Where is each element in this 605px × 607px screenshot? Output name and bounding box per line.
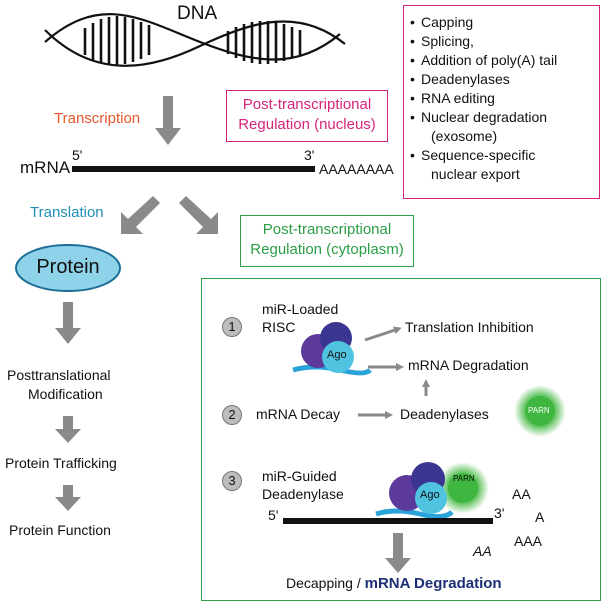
deadenylases-label: Deadenylases: [400, 406, 489, 422]
dna-helix-icon: [44, 13, 346, 67]
mrna-strand-cytoplasm: [283, 518, 493, 524]
mechanism-2-badge: 2: [222, 405, 242, 425]
nuclear-event: Addition of poly(A) tail: [410, 51, 593, 70]
mir-guided-deadenylase-icon: [375, 462, 489, 520]
nuclear-regulation-box: Post-transcriptional Regulation (nucleus…: [226, 90, 388, 142]
protein-function-label: Protein Function: [9, 522, 111, 538]
mechanism-1-line1: miR-Loaded: [262, 301, 339, 317]
function-arrow: [55, 485, 81, 511]
parn-enzyme-icon: [514, 385, 566, 437]
poly-a-fragment: AA: [512, 486, 531, 502]
ptm-line1: Posttranslational: [7, 367, 111, 383]
ago-label-3: Ago: [420, 489, 440, 501]
transcription-arrow: [155, 96, 181, 145]
cytoplasm-regulation-line1: Post-transcriptional: [262, 221, 392, 238]
cytoplasm-mechanisms-panel: [201, 278, 601, 601]
cytoplasm-regulation-box: Post-transcriptional Regulation (cytopla…: [240, 215, 414, 267]
cytoplasm-arrow: [179, 196, 218, 234]
translation-inhibition-label: Translation Inhibition: [405, 319, 534, 335]
risc-output-arrows: [358, 326, 430, 419]
nuclear-event: RNA editing: [410, 89, 593, 108]
mrna3-five-prime: 5': [268, 507, 279, 523]
poly-a-tail: AAAAAAAA: [319, 161, 394, 177]
poly-a-fragment: A: [535, 509, 545, 525]
protein-ellipse: [15, 244, 121, 292]
transcription-label: Transcription: [54, 110, 141, 127]
mrna3-three-prime: 3': [494, 505, 505, 521]
nuclear-regulation-line1: Post-transcriptional: [242, 96, 372, 113]
nuclear-event: Splicing,: [410, 32, 593, 51]
parn-label: PARN: [528, 406, 550, 415]
translation-arrow: [121, 196, 160, 234]
mechanism-1-badge: 1: [222, 317, 242, 337]
final-degradation-text: mRNA Degradation: [364, 575, 502, 592]
decapping-arrow: [385, 533, 411, 573]
poly-a-fragment: AA: [473, 543, 492, 559]
mechanism-3-line2: Deadenylase: [262, 486, 344, 502]
nuclear-event: Nuclear degradation(exosome): [410, 108, 593, 146]
decapping-text: Decapping /: [286, 575, 365, 591]
protein-label: Protein: [36, 256, 100, 278]
process-arrows: [55, 96, 411, 573]
mrna-degradation-label: mRNA Degradation: [408, 357, 529, 373]
mechanism-1-line2: RISC: [262, 319, 296, 335]
decapping-label: Decapping / mRNA Degradation: [286, 575, 502, 592]
cytoplasm-regulation-line2: Regulation (cytoplasm): [250, 241, 404, 258]
ptm-arrow: [55, 302, 81, 344]
ago-label: Ago: [327, 349, 347, 361]
nuclear-regulation-line2: Regulation (nucleus): [238, 116, 376, 133]
mechanism-3-line1: miR-Guided: [262, 468, 337, 484]
protein-trafficking-label: Protein Trafficking: [5, 455, 117, 471]
mrna-five-prime: 5': [72, 147, 83, 163]
nuclear-event: Deadenylases: [410, 70, 593, 89]
dna-label: DNA: [177, 3, 218, 24]
trafficking-arrow: [55, 416, 81, 443]
mrna-strand: [72, 166, 315, 172]
parn-label-3: PARN: [453, 474, 475, 483]
mrna-three-prime: 3': [304, 147, 315, 163]
risc-complex-icon: [292, 322, 372, 376]
mechanism-3-badge: 3: [222, 471, 242, 491]
mrna-decay-label: mRNA Decay: [256, 406, 341, 422]
nuclear-events-list: Capping Splicing, Addition of poly(A) ta…: [410, 13, 593, 184]
poly-a-fragment: AAA: [514, 533, 543, 549]
nuclear-event: Capping: [410, 13, 593, 32]
ptm-line2: Modification: [28, 386, 103, 402]
translation-label: Translation: [30, 204, 104, 221]
mrna-label: mRNA: [20, 158, 71, 177]
nuclear-events-box: Capping Splicing, Addition of poly(A) ta…: [403, 5, 600, 199]
